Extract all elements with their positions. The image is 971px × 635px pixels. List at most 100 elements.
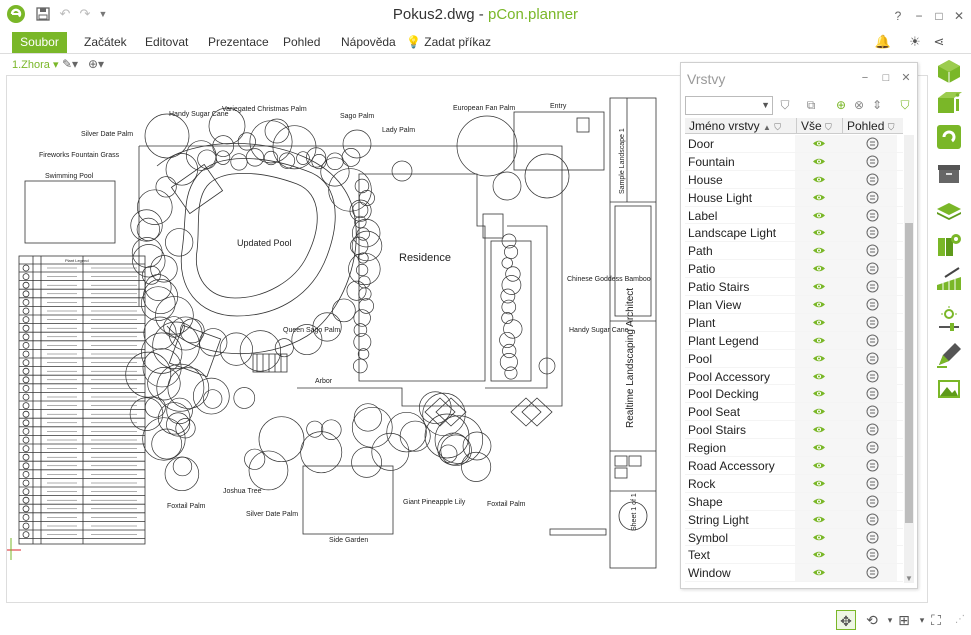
tab-pohled[interactable]: Pohled	[283, 35, 321, 49]
eye-visible-icon[interactable]	[812, 282, 826, 291]
layer-row[interactable]: Patio	[685, 260, 903, 279]
viewport-layout-icon[interactable]: ⊞	[898, 612, 910, 628]
view-mode-icon[interactable]	[866, 459, 879, 472]
pen-draw-icon[interactable]	[935, 341, 963, 369]
tab-prezentace[interactable]: Prezentace	[208, 35, 269, 49]
layer-row[interactable]: Pool	[685, 349, 903, 368]
grid-draw-icon[interactable]	[935, 265, 963, 293]
view-mode-icon[interactable]	[866, 298, 879, 311]
panel-close-button[interactable]: ✕	[901, 72, 911, 84]
layer-row[interactable]: Text	[685, 546, 903, 565]
eye-visible-icon[interactable]	[812, 211, 826, 220]
eye-visible-icon[interactable]	[812, 318, 826, 327]
view-mode-icon[interactable]	[866, 334, 879, 347]
info-box-icon[interactable]	[935, 89, 963, 117]
layer-row[interactable]: Label	[685, 206, 903, 225]
layer-row[interactable]: Rock	[685, 474, 903, 493]
view-mode-icon[interactable]	[866, 423, 879, 436]
layout-dropdown-icon[interactable]: ▾	[919, 615, 925, 625]
eye-visible-icon[interactable]	[812, 228, 826, 237]
column-filter-icon[interactable]: ⛉	[887, 122, 895, 132]
layer-row[interactable]: Pool Seat	[685, 403, 903, 422]
pcon-logo-icon[interactable]	[6, 4, 26, 24]
fullscreen-icon[interactable]: ⛶	[931, 612, 941, 628]
share-icon[interactable]: ⋖	[933, 34, 945, 49]
view-mode-icon[interactable]	[866, 513, 879, 526]
tab-soubor[interactable]: Soubor	[12, 32, 67, 53]
move-layer-icon[interactable]: ⇕	[871, 98, 883, 112]
view-mode-icon[interactable]	[866, 387, 879, 400]
pcon-catalog-icon[interactable]	[935, 123, 963, 151]
eye-visible-icon[interactable]	[812, 497, 826, 506]
layer-row[interactable]: Patio Stairs	[685, 278, 903, 297]
eye-visible-icon[interactable]	[812, 372, 826, 381]
layer-manage-icon[interactable]: ⧉	[806, 98, 816, 112]
eye-visible-icon[interactable]	[812, 193, 826, 202]
column-filter-icon[interactable]: ⛉	[774, 122, 782, 132]
view-mode-icon[interactable]	[866, 477, 879, 490]
layer-filter-settings-icon[interactable]: ⛉	[900, 98, 910, 112]
maximize-button[interactable]: □	[935, 9, 943, 23]
undo-icon[interactable]: ↶	[59, 6, 71, 21]
eye-visible-icon[interactable]	[812, 246, 826, 255]
layers-icon[interactable]	[935, 197, 963, 225]
eye-visible-icon[interactable]	[812, 461, 826, 470]
layer-row[interactable]: Shape	[685, 492, 903, 511]
panel-minimize-button[interactable]: −	[861, 72, 869, 84]
eye-visible-icon[interactable]	[812, 443, 826, 452]
material-settings-icon[interactable]	[935, 231, 963, 259]
col-all[interactable]: Vše ⛉	[797, 118, 843, 134]
view-mode-icon[interactable]	[866, 405, 879, 418]
view-mode-icon[interactable]	[866, 352, 879, 365]
layer-row[interactable]: Region	[685, 439, 903, 458]
eye-visible-icon[interactable]	[812, 264, 826, 273]
resize-grip-icon[interactable]: ⋰	[955, 614, 965, 625]
layer-row[interactable]: Fountain	[685, 152, 903, 171]
view-mode-icon[interactable]	[866, 155, 879, 168]
redo-icon[interactable]: ↷	[79, 6, 91, 21]
light-slider-icon[interactable]	[935, 305, 963, 333]
help-button[interactable]: ?	[894, 9, 902, 23]
view-mode-icon[interactable]	[866, 209, 879, 222]
layer-row[interactable]: Plant	[685, 313, 903, 332]
command-search[interactable]: 💡 Zadat příkaz	[400, 32, 497, 53]
eye-visible-icon[interactable]	[812, 550, 826, 559]
layer-row[interactable]: House	[685, 170, 903, 189]
eye-visible-icon[interactable]	[812, 139, 826, 148]
orbit-view-icon[interactable]: ⟲	[866, 612, 878, 628]
eye-visible-icon[interactable]	[812, 157, 826, 166]
view-mode-icon[interactable]	[866, 531, 879, 544]
layers-scrollbar[interactable]: ▼	[904, 135, 914, 583]
eye-visible-icon[interactable]	[812, 515, 826, 524]
quick-access-dropdown-icon[interactable]: ▼	[98, 9, 108, 19]
view-mode-icon[interactable]	[866, 316, 879, 329]
view-mode-icon[interactable]	[866, 441, 879, 454]
view-mode-icon[interactable]	[866, 495, 879, 508]
filter-icon[interactable]: ⛉	[780, 98, 790, 112]
brightness-icon[interactable]: ☀	[909, 34, 921, 49]
eye-visible-icon[interactable]	[812, 175, 826, 184]
layer-row[interactable]: Symbol	[685, 528, 903, 547]
move-view-icon[interactable]: ✥	[836, 610, 856, 630]
save-icon[interactable]	[34, 6, 52, 22]
snap-dropdown-icon[interactable]: ⊕▾	[88, 57, 105, 71]
column-filter-icon[interactable]: ⛉	[825, 122, 832, 132]
layer-row[interactable]: Pool Decking	[685, 385, 903, 404]
panel-maximize-button[interactable]: □	[882, 72, 890, 84]
col-view[interactable]: Pohled ⛉	[847, 119, 895, 133]
col-layer-name[interactable]: Jméno vrstvy ▲ ⛉	[685, 118, 797, 134]
view-mode-icon[interactable]	[866, 137, 879, 150]
layer-row[interactable]: Path	[685, 242, 903, 261]
tab-napoveda[interactable]: Nápověda	[341, 35, 396, 49]
delete-layer-icon[interactable]: ⊗	[853, 98, 865, 112]
eye-visible-icon[interactable]	[812, 568, 826, 577]
tab-zacatek[interactable]: Začátek	[84, 35, 127, 49]
view-mode-icon[interactable]	[866, 191, 879, 204]
view-mode-icon[interactable]	[866, 244, 879, 257]
eye-visible-icon[interactable]	[812, 533, 826, 542]
minimize-button[interactable]: −	[915, 9, 923, 23]
style-dropdown-icon[interactable]: ✎▾	[62, 57, 79, 71]
layer-row[interactable]: Plan View	[685, 296, 903, 314]
layer-row[interactable]: Window	[685, 564, 903, 583]
eye-visible-icon[interactable]	[812, 425, 826, 434]
